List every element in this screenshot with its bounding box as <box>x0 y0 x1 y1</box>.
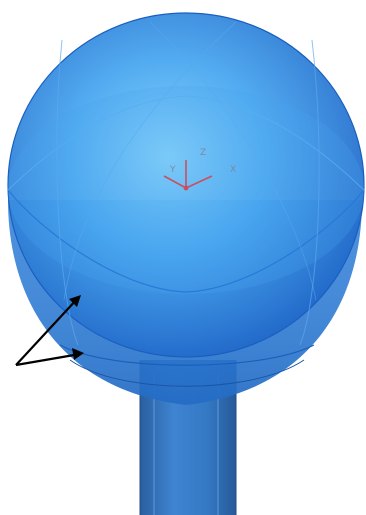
arrow-upper-head <box>69 295 81 307</box>
axis-label-z: Z <box>200 148 206 158</box>
axis-triad: Z Y X <box>163 148 236 191</box>
arrow-lower-head <box>72 348 84 360</box>
axis-origin <box>183 185 189 191</box>
y-axis-line <box>163 175 187 189</box>
axis-label-x: X <box>230 165 236 175</box>
arrow-upper-line <box>15 297 79 366</box>
callout-arrows <box>15 295 84 367</box>
axis-label-y: Y <box>169 165 176 175</box>
arrow-lower-line <box>15 352 81 367</box>
x-axis-line <box>185 175 213 189</box>
